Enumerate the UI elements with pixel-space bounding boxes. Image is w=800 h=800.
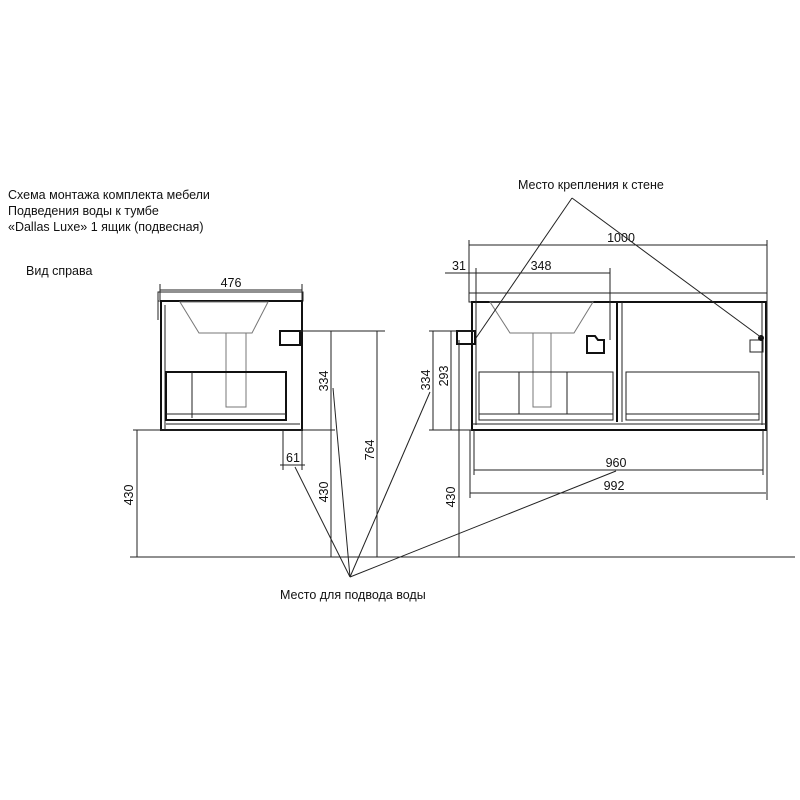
dim-334-side: 334 — [317, 371, 331, 392]
water-supply-leaders — [294, 387, 617, 578]
dim-430-front: 430 — [444, 487, 458, 508]
side-view-label: Вид справа — [26, 264, 93, 278]
dim-960: 960 — [606, 456, 627, 470]
front-view-cabinet — [456, 292, 768, 431]
side-view-cabinet — [157, 291, 304, 431]
title-line-2: Подведения воды к тумбе — [8, 204, 159, 218]
dim-430-side: 430 — [317, 482, 331, 503]
dim-61: 61 — [286, 451, 300, 465]
wall-mount-callout: Место крепления к стене — [518, 178, 664, 192]
dim-334-front: 334 — [419, 370, 433, 391]
wall-mount-leaders — [475, 197, 763, 339]
dim-293: 293 — [437, 366, 451, 387]
title-line-3: «Dallas Luxe» 1 ящик (подвесная) — [8, 220, 204, 234]
dim-430-left: 430 — [122, 485, 136, 506]
dim-476: 476 — [221, 276, 242, 290]
front-dimensions — [429, 240, 768, 557]
water-supply-callout: Место для подвода воды — [280, 588, 426, 602]
dim-348: 348 — [531, 259, 552, 273]
title-line-1: Схема монтажа комплекта мебели — [8, 188, 210, 202]
dim-1000: 1000 — [607, 231, 635, 245]
dim-764: 764 — [363, 440, 377, 461]
dim-31: 31 — [452, 259, 466, 273]
side-dimensions — [133, 284, 385, 557]
dim-992: 992 — [604, 479, 625, 493]
